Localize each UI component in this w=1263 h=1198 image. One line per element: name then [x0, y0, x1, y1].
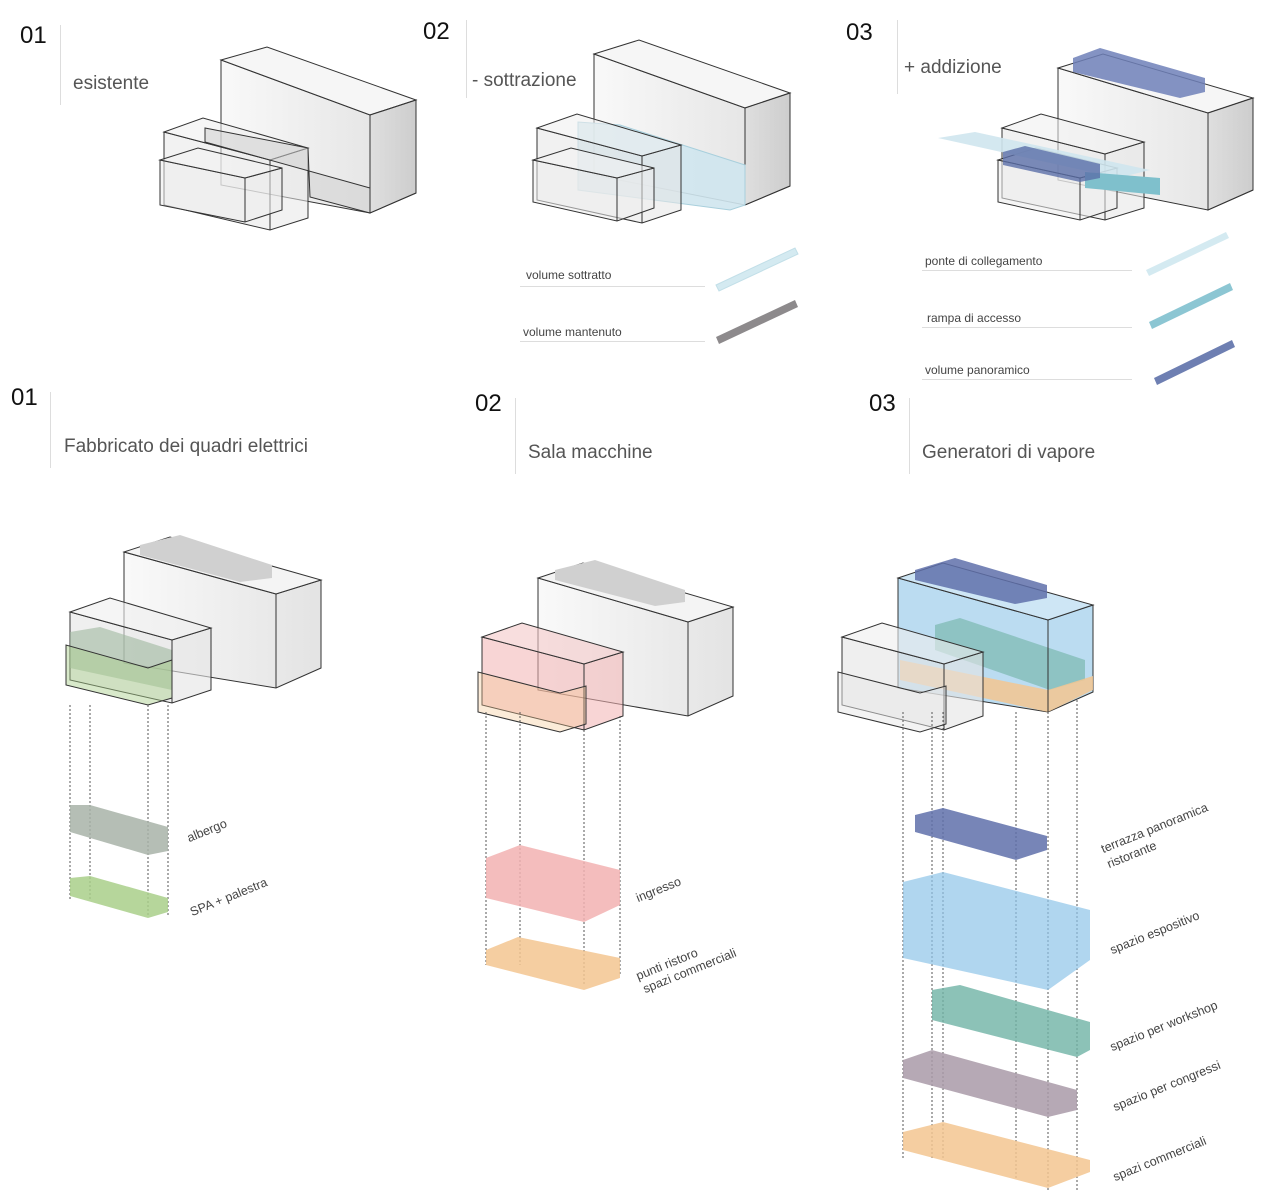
step-title-top-3: + addizione [904, 57, 1002, 78]
divider [515, 398, 516, 474]
step-number-top-1: 01 [20, 22, 47, 49]
legend-underline [520, 286, 705, 287]
step-title-bottom-2: Sala macchine [528, 442, 653, 463]
step-number-top-3: 03 [846, 19, 873, 46]
divider [466, 20, 467, 98]
divider [909, 398, 910, 474]
legend-label-bridge: ponte di collegamento [925, 254, 1043, 268]
building-bottom-2 [477, 560, 735, 733]
legend-label-ramp: rampa di accesso [927, 311, 1022, 325]
legend-swatches-addition [1146, 232, 1235, 385]
step-title-top-2: - sottrazione [472, 70, 577, 91]
divider [897, 20, 898, 94]
legend-swatches-subtraction [715, 247, 799, 344]
divider [60, 25, 61, 105]
legend-underline [922, 270, 1132, 271]
building-existing [158, 46, 418, 231]
legend-label-kept: volume mantenuto [523, 325, 622, 339]
legend-underline [520, 341, 705, 342]
step-number-bottom-3: 03 [869, 390, 896, 417]
legend-label-panoramic: volume panoramico [925, 363, 1030, 377]
building-bottom-1 [65, 535, 323, 706]
step-title-top-1: esistente [73, 73, 150, 94]
legend-underline [922, 379, 1132, 380]
building-subtraction [531, 39, 792, 224]
legend-label-subtracted: volume sottratto [526, 268, 612, 282]
step-number-bottom-1: 01 [11, 384, 38, 411]
legend-underline [922, 327, 1132, 328]
added-volumes [938, 48, 1205, 195]
layers-bottom-1 [69, 705, 169, 918]
step-number-top-2: 02 [423, 18, 450, 45]
step-title-bottom-3: Generatori di vapore [922, 442, 1096, 463]
building-bottom-3 [837, 558, 1095, 733]
layers-bottom-3 [902, 700, 1090, 1190]
step-title-bottom-1: Fabbricato dei quadri elettrici [64, 436, 308, 457]
layers-bottom-2 [485, 712, 621, 990]
step-number-bottom-2: 02 [475, 390, 502, 417]
divider [50, 392, 51, 468]
